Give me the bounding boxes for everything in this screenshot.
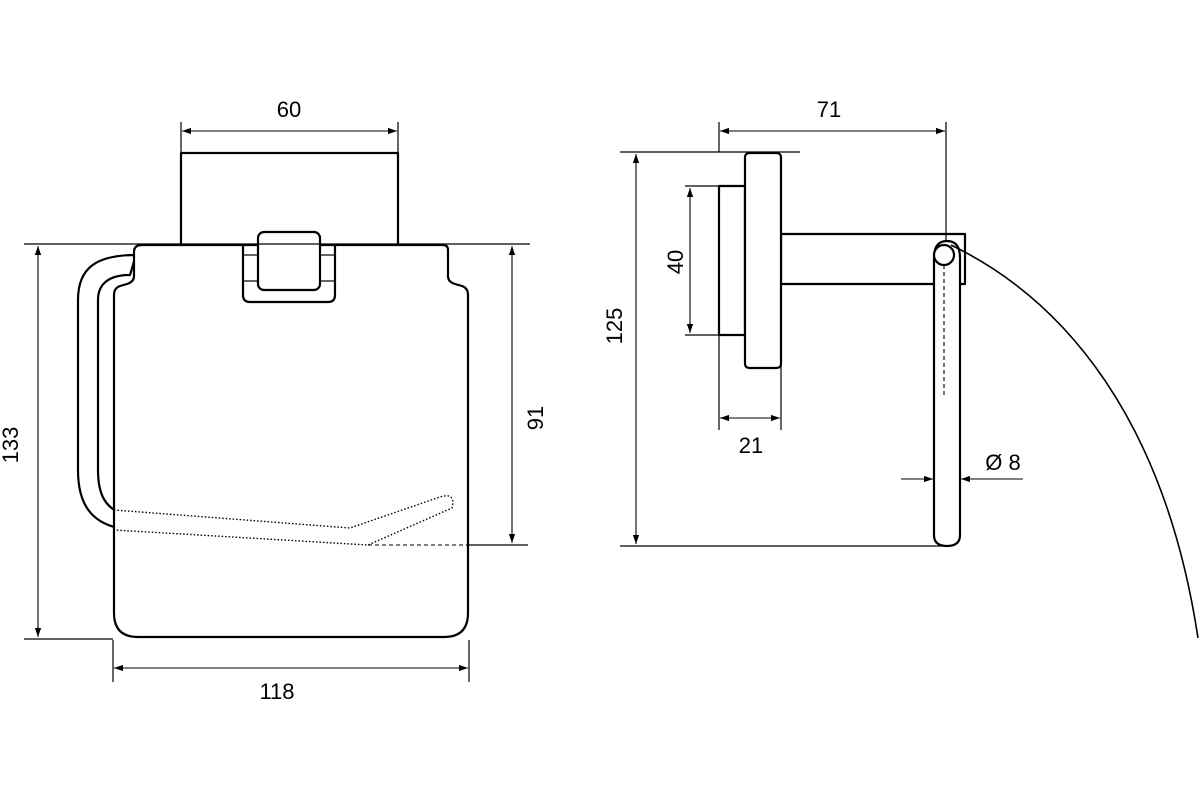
dim-label-118: 118 xyxy=(259,679,294,704)
dim-label-dia: Ø 8 xyxy=(985,450,1020,475)
paper-curve xyxy=(950,244,1199,639)
dim-label-133: 133 xyxy=(0,427,23,464)
side-base-plate xyxy=(743,151,783,370)
dim-label-21: 21 xyxy=(739,433,763,458)
side-cover-rod xyxy=(932,239,962,548)
hidden-rod xyxy=(113,495,454,546)
dim-label-125: 125 xyxy=(602,308,627,345)
dim-label-60: 60 xyxy=(277,97,301,122)
dim-label-71: 71 xyxy=(817,97,841,122)
side-view: 71 125 40 21 Ø 8 xyxy=(602,97,1199,639)
front-view: 60 133 91 118 xyxy=(0,97,548,704)
side-pivot xyxy=(932,243,956,267)
hinge-knob xyxy=(256,230,322,292)
dim-label-40: 40 xyxy=(663,250,688,274)
side-base-rear xyxy=(717,184,747,337)
wall-mount-block xyxy=(179,151,400,247)
cover-plate xyxy=(112,243,470,639)
dim-label-91: 91 xyxy=(523,406,548,430)
